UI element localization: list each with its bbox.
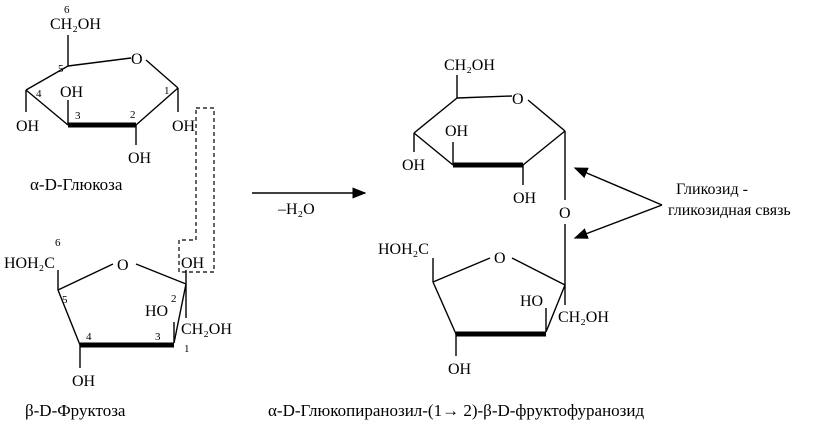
fructose-carbon-number-4: 4 (86, 331, 92, 343)
glucose-bond-o-c1 (145, 59, 179, 89)
annotation-label-line1: Гликозид - (676, 181, 748, 198)
product-glc-oh-c3: OH (445, 123, 469, 140)
glucose-bond-c5-o (67, 57, 132, 67)
product-glc-bond-c3-c4 (413, 132, 454, 166)
fructose-bond-o-c2 (135, 263, 187, 285)
fructose-carbon-number-5: 5 (62, 294, 68, 306)
sucrose-structure: CH₂OH O OH OH OH O HOH₂C O HO CH₂OH OH (378, 57, 609, 378)
product-glc-bond-c4-c5 (413, 97, 458, 134)
glucose-c4-oh: OH (16, 118, 40, 135)
product-fru-ch2oh: CH₂OH (558, 309, 609, 326)
product-fru-bond-c4-c5 (432, 281, 457, 335)
product-fru-oh: OH (448, 361, 472, 378)
glucose-ring-oxygen: O (131, 51, 143, 68)
fructose-carbon-number-3: 3 (155, 331, 161, 343)
product-caption: α-D-Глюкопиранозил-(1→ 2)-β-D-фруктофура… (268, 401, 644, 420)
fructose-bond-c4-c5 (57, 289, 81, 346)
glucose-ch2oh-label: CH₂OH (50, 16, 101, 33)
fructose-structure: HOH₂C O OH HO CH₂OH OH 6 5 4 3 2 1 β-D-Ф… (4, 237, 232, 420)
product-glc-oh-c4: OH (402, 157, 426, 174)
glucose-caption: α-D-Глюкоза (30, 175, 123, 194)
fructose-c4-oh: OH (72, 373, 96, 390)
reaction-condition: –H₂O (277, 201, 315, 218)
fructose-ch2oh-label: CH₂OH (181, 321, 232, 338)
glucose-carbon-number-6: 6 (64, 4, 70, 16)
product-glc-ch2oh: CH₂OH (444, 57, 495, 74)
glucose-carbon-number-1: 1 (164, 85, 170, 97)
glucose-bond-c4-c5 (25, 65, 69, 91)
product-glc-oh-c2: OH (513, 190, 537, 207)
product-glc-ring-oxygen: O (512, 91, 524, 108)
fructose-carbon-number-1: 1 (184, 343, 190, 355)
fructose-ring-oxygen: O (117, 257, 129, 274)
product-fru-hoh2c: HOH₂C (378, 241, 429, 258)
water-elimination-frame (178, 107, 215, 273)
product-fru-bond-o-c2 (511, 257, 566, 286)
glucose-carbon-number-5: 5 (58, 63, 64, 75)
glucose-bond-c1-c2 (135, 87, 179, 126)
fructose-carbon-number-6: 6 (55, 237, 61, 249)
glucose-bond-c3-c4 (25, 89, 69, 126)
fructose-bond-c5-o (57, 263, 114, 291)
glucose-c1-oh: OH (172, 118, 196, 135)
fructose-caption: β-D-Фруктоза (25, 401, 126, 420)
glucose-carbon-number-3: 3 (75, 110, 81, 122)
glucose-structure: CH₂OH O OH OH OH OH 6 5 4 3 2 1 α-D-Глюк… (16, 4, 196, 194)
fructose-carbon-number-2: 2 (171, 293, 177, 305)
product-fru-ring-oxygen: O (494, 250, 506, 267)
product-glc-bond-o-c1 (527, 99, 566, 132)
fructose-c2-oh: OH (181, 255, 205, 272)
fructose-c3-ho: HO (145, 303, 168, 320)
glucose-c2-oh: OH (128, 150, 152, 167)
glucose-carbon-number-4: 4 (36, 88, 42, 100)
product-glc-bond-c5-o (456, 95, 513, 99)
product-fru-bond-c2-c3 (545, 284, 566, 333)
annotation-arrow-upper (573, 167, 663, 206)
product-glycosidic-oxygen: O (559, 205, 571, 222)
reaction-arrow-group: –H₂O (252, 187, 367, 218)
annotation-label-line2: гликозидная связь (668, 202, 791, 219)
fructose-bond-c2-c3 (173, 283, 187, 344)
fructose-hoh2c-label: HOH₂C (4, 255, 55, 272)
annotation-arrow-lower (573, 204, 663, 239)
product-glc-bond-c1-c2 (522, 130, 566, 166)
product-fru-bond-c5-o (432, 257, 491, 283)
product-fru-ho: HO (520, 293, 543, 310)
glucose-c3-oh: OH (60, 84, 84, 101)
glucose-carbon-number-2: 2 (130, 109, 136, 121)
